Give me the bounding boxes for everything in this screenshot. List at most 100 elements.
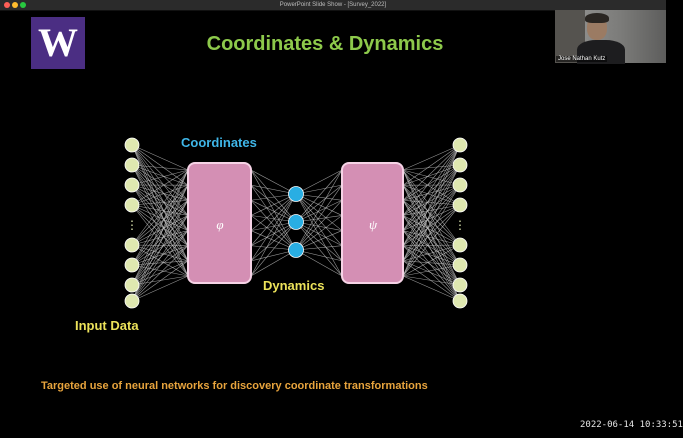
network-edge bbox=[131, 164, 189, 201]
network-edge bbox=[131, 169, 189, 246]
network-edge bbox=[402, 245, 461, 302]
network-edge bbox=[402, 184, 461, 216]
network-edge bbox=[295, 193, 343, 231]
network-edge bbox=[295, 184, 343, 251]
network-edge bbox=[402, 264, 461, 277]
output-node bbox=[452, 257, 468, 273]
network-edge bbox=[402, 204, 461, 216]
network-edge bbox=[131, 185, 189, 302]
network-edge bbox=[250, 193, 297, 246]
network-edge bbox=[131, 264, 189, 277]
network-edge bbox=[131, 184, 189, 266]
network-edge bbox=[131, 164, 189, 246]
network-edge bbox=[295, 193, 343, 262]
network-edge bbox=[131, 244, 189, 262]
network-nodes bbox=[124, 137, 468, 309]
slide-caption: Targeted use of neural networks for disc… bbox=[41, 380, 428, 392]
decoder-symbol: ψ bbox=[369, 217, 378, 232]
input-node bbox=[124, 257, 140, 273]
network-edge bbox=[131, 230, 189, 266]
input-node bbox=[124, 277, 140, 293]
network-edge bbox=[131, 230, 189, 302]
network-edge bbox=[250, 169, 297, 195]
network-edge bbox=[402, 260, 461, 266]
input-node bbox=[124, 237, 140, 253]
uw-logo: W bbox=[31, 17, 85, 69]
participant-name: Jose Nathan Kutz bbox=[556, 56, 608, 62]
network-edge bbox=[131, 244, 189, 247]
network-edge bbox=[250, 221, 297, 262]
output-node bbox=[452, 197, 468, 213]
network-edge bbox=[131, 204, 189, 216]
network-edge bbox=[402, 185, 461, 302]
latent-node bbox=[288, 242, 304, 258]
network-edge bbox=[131, 260, 189, 266]
network-edge bbox=[402, 260, 461, 286]
network-edge bbox=[402, 215, 461, 302]
network-edge bbox=[131, 164, 189, 231]
network-edge bbox=[131, 169, 189, 186]
input-node bbox=[124, 293, 140, 309]
network-edge bbox=[402, 245, 461, 266]
network-edge bbox=[402, 184, 461, 266]
network-edge bbox=[250, 193, 297, 216]
network-edge bbox=[131, 260, 189, 286]
network-edge bbox=[402, 215, 461, 246]
network-edge bbox=[402, 164, 461, 277]
network-edge bbox=[131, 200, 189, 266]
network-edge bbox=[131, 169, 189, 286]
network-edge bbox=[295, 200, 343, 223]
network-edge bbox=[295, 193, 343, 216]
network-edge bbox=[295, 221, 343, 246]
network-edge bbox=[131, 215, 189, 302]
fullscreen-window-icon[interactable] bbox=[20, 2, 26, 8]
network-edge bbox=[295, 249, 343, 277]
network-edge bbox=[402, 169, 461, 302]
dynamics-label: Dynamics bbox=[263, 278, 325, 293]
network-edge bbox=[295, 193, 343, 246]
network-edge bbox=[131, 199, 189, 206]
network-edge bbox=[402, 215, 461, 266]
network-edge bbox=[131, 215, 189, 266]
network-edge bbox=[402, 200, 461, 302]
network-edge bbox=[131, 184, 189, 201]
output-node bbox=[452, 277, 468, 293]
window-title: PowerPoint Slide Show - [Survey_2022] bbox=[279, 2, 387, 8]
network-edge bbox=[131, 144, 189, 186]
network-edge bbox=[402, 164, 461, 171]
network-edge bbox=[402, 164, 461, 216]
network-edge bbox=[131, 260, 189, 302]
network-edge bbox=[131, 275, 189, 302]
minimize-window-icon[interactable] bbox=[12, 2, 18, 8]
video-person-hair bbox=[585, 13, 609, 23]
network-edge bbox=[402, 260, 461, 302]
network-edge bbox=[295, 193, 343, 277]
window-titlebar: PowerPoint Slide Show - [Survey_2022] bbox=[0, 0, 666, 11]
encoder-symbol: φ bbox=[216, 217, 223, 232]
network-edge bbox=[250, 200, 297, 223]
network-edge bbox=[250, 221, 297, 246]
network-edge bbox=[295, 169, 343, 223]
network-edge bbox=[402, 169, 461, 266]
network-edge bbox=[402, 184, 461, 201]
network-edge bbox=[250, 249, 297, 277]
slide-title: Coordinates & Dynamics bbox=[206, 33, 444, 55]
latent-node bbox=[288, 214, 304, 230]
network-edge bbox=[250, 230, 297, 251]
network-edge bbox=[402, 275, 461, 286]
input-data-label: Input Data bbox=[75, 318, 139, 333]
network-edge bbox=[131, 275, 189, 286]
network-edge bbox=[402, 164, 461, 186]
network-edge bbox=[131, 164, 189, 171]
participant-video[interactable]: Jose Nathan Kutz bbox=[555, 10, 666, 64]
network-edge bbox=[131, 169, 189, 266]
output-node bbox=[452, 293, 468, 309]
network-edge bbox=[402, 164, 461, 246]
network-edge bbox=[131, 245, 189, 302]
network-edge bbox=[402, 184, 461, 246]
network-edge bbox=[250, 193, 297, 277]
close-window-icon[interactable] bbox=[4, 2, 10, 8]
network-edge bbox=[131, 169, 189, 302]
output-node bbox=[452, 137, 468, 153]
network-edge bbox=[402, 244, 461, 277]
